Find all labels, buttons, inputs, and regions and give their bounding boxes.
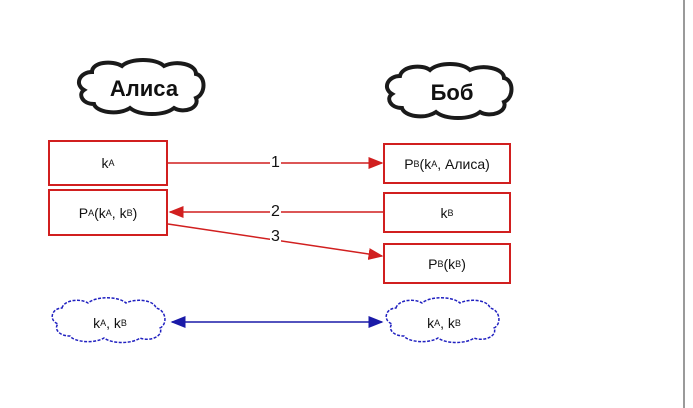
step-2-label: 2 <box>270 203 281 220</box>
frame-border <box>683 0 685 408</box>
bob-shared-k1-sub: A <box>434 318 441 328</box>
bob-shared-k1: k <box>427 315 435 331</box>
alice-box-2-close: ) <box>132 204 138 221</box>
bob-box-2-key-sub: B <box>447 207 454 218</box>
alice-box-1-key: k <box>101 155 109 171</box>
alice-box-2-k1: k <box>98 204 106 221</box>
bob-box-1-p-sub: B <box>413 158 420 169</box>
bob-key-cloud-shape <box>385 297 500 344</box>
bob-box-3-p-sub: B <box>437 258 444 269</box>
bob-shared-k2-sub: B <box>454 318 461 328</box>
bob-label: Боб <box>430 80 474 105</box>
alice-cloud-shape <box>76 58 206 116</box>
bob-box-1-open: ( <box>419 155 425 172</box>
bob-box-1-p: P <box>404 155 414 172</box>
alice-box-2-p: P <box>78 204 89 221</box>
alice-shared-k2-sub: B <box>120 318 127 328</box>
alice-box-2-sep: , <box>111 204 120 221</box>
alice-box-2-k2: k <box>119 204 127 221</box>
bob-box-1-k1-sub: A <box>431 158 438 169</box>
alice-shared-k1-sub: A <box>100 318 107 328</box>
bob-box-3-k1-sub: B <box>455 258 462 269</box>
alice-key-cloud-shape <box>51 297 166 344</box>
bob-cloud-shape <box>384 62 514 120</box>
bob-box-2-key: k <box>440 204 448 221</box>
alice-box-2-p-sub: A <box>88 207 95 218</box>
alice-label: Алиса <box>109 76 179 101</box>
bob-box-1-k1: k <box>424 155 432 172</box>
bob-box-1-sep: , <box>437 155 446 172</box>
bob-box-1-rest: Алиса) <box>445 155 490 172</box>
alice-shared-k1: k <box>93 315 101 331</box>
bob-shared-sep: , <box>440 315 448 331</box>
bob-shared-k2: k <box>447 315 455 331</box>
alice-box-1-key-sub: A <box>108 158 115 168</box>
step-1-label: 1 <box>270 154 281 171</box>
bob-box-3-k1: k <box>448 255 456 272</box>
alice-box-2-open: ( <box>94 204 99 221</box>
bob-box-3-close: ) <box>461 255 466 272</box>
alice-box-2-k2-sub: B <box>126 207 133 218</box>
alice-box-2-k1-sub: A <box>105 207 112 218</box>
bob-box-3-p: P <box>428 255 438 272</box>
step-3-label: 3 <box>270 228 281 245</box>
alice-shared-sep: , <box>106 315 114 331</box>
alice-shared-k2: k <box>113 315 121 331</box>
bob-box-3-open: ( <box>443 255 449 272</box>
